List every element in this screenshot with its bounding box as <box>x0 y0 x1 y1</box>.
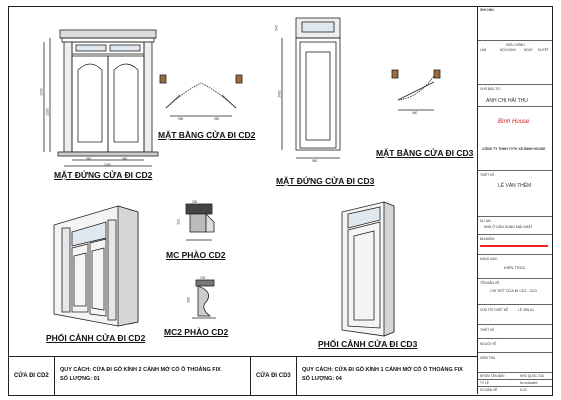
role-label-4: KIỂM TRA <box>480 356 495 360</box>
role-row-3: NGƯỜI VẼ <box>478 338 552 346</box>
rev-col-3: NGÀY <box>524 48 534 52</box>
company-name: CÔNG TY TNHH TVTK XD BINH HOUSE <box>482 147 546 151</box>
schedule-code-cd2: CỬA ĐI CD2 <box>14 373 49 379</box>
title-elevation-cd2: MẶT ĐỨNG CỬA ĐI CD2 <box>54 170 153 180</box>
cd3-plan-drawing <box>391 69 441 111</box>
title-mc2-phao: MC2 PHÀO CD2 <box>164 327 229 337</box>
dim-cd2-h1: 2940 <box>39 88 44 96</box>
schedule-spec-cd3-text: QUY CÁCH: CỬA ĐI GỖ KÍNH 1 CÁNH MỞ CÓ Ô … <box>302 367 463 373</box>
schedule-spec-cd3: QUY CÁCH: CỬA ĐI GỖ KÍNH 1 CÁNH MỞ CÓ Ô … <box>296 357 477 395</box>
category-section: HẠNG MỤC: KIẾN TRÚC <box>478 254 552 270</box>
owner-name: ANH CHỊ HẢI THU <box>486 98 528 104</box>
footer-value-3: D-02 <box>520 388 527 392</box>
role-row-2: THIẾT KẾ <box>478 324 552 332</box>
sheet-label: TÊN BẢN VẼ: <box>480 281 500 285</box>
footer-row-2: TỶ LỆ As indicated <box>478 379 552 385</box>
footer-row-3: SỐ BẢN VẼ D-02 <box>478 386 552 392</box>
address-label: ĐỊA ĐIỂM: <box>480 237 495 241</box>
schedule-spec-cd2: QUY CÁCH: CỬA ĐI GỖ KÍNH 2 CÁNH MỞ CÓ Ô … <box>54 357 251 395</box>
sheet-name: CHI TIẾT CỬA ĐI CD2 - CD3 <box>490 289 537 293</box>
address-redacted <box>480 245 548 247</box>
title-perspective-cd3: PHỐI CẢNH CỬA ĐI CD3 <box>318 339 418 349</box>
category-name: KIẾN TRÚC <box>504 265 526 270</box>
schedule-code-cd3: CỬA ĐI CD3 <box>256 373 291 379</box>
cd2-perspective-drawing <box>53 205 139 327</box>
schedule-qty-cd3: SỐ LƯỢNG: 04 <box>302 376 342 382</box>
schedule-qty-cd2: SỐ LƯỢNG: 01 <box>60 376 100 382</box>
dim-mc2-h: 200 <box>186 297 191 303</box>
footer-row-1: NHÓM TÂN BẢN KHỔ QUỐC GIA <box>478 372 552 378</box>
footer-label-1: NHÓM TÂN BẢN <box>480 374 505 378</box>
project-section: DỰ ÁN: NHÀ Ở DÂN DỤNG MÁI NHẬT <box>478 216 552 229</box>
rev-col-1: LẦN <box>480 48 487 52</box>
dim-cd2-plan1: 960 <box>178 117 184 121</box>
dim-cd2-w2: 960 <box>122 157 128 161</box>
role-value-1: LÊ VĂN A1 <box>518 308 534 312</box>
schedule-cell-cd2: CỬA ĐI CD2 <box>8 357 55 395</box>
rev-col-4: DUYỆT <box>538 48 549 52</box>
mc2-phao-drawing <box>192 279 216 319</box>
role-row-4: KIỂM TRA <box>478 352 552 360</box>
sheet-name-section: TÊN BẢN VẼ: CHI TIẾT CỬA ĐI CD2 - CD3 <box>478 278 552 293</box>
company-section: Bình House CÔNG TY TNHH TVTK XD BINH HOU… <box>478 106 552 163</box>
revision-section: HIỆU CHỈNH LẦN NỘI DUNG NGÀY DUYỆT <box>478 40 552 52</box>
cd3-perspective-drawing <box>341 201 395 337</box>
company-logo: Bình House <box>498 119 530 125</box>
door-schedule: CỬA ĐI CD2 QUY CÁCH: CỬA ĐI GỖ KÍNH 2 CÁ… <box>8 356 477 395</box>
mc-phao-drawing <box>185 203 215 241</box>
role-label-1: CHỦ TRÌ THIẾT KẾ <box>480 308 508 312</box>
cd2-plan-drawing <box>159 74 243 117</box>
designer-name: LÊ VĂN THÊM <box>498 183 532 189</box>
rev-col-2: NỘI DUNG <box>500 48 516 52</box>
footer-label-3: SỐ BẢN VẼ <box>480 388 498 392</box>
title-block: GHI CHÚ: HIỆU CHỈNH LẦN NỘI DUNG NGÀY DU… <box>477 6 552 394</box>
title-elevation-cd3: MẶT ĐỨNG CỬA ĐI CD3 <box>276 176 375 186</box>
dim-cd3-w: 960 <box>312 159 318 163</box>
footer-value-2: As indicated <box>520 381 538 385</box>
dim-cd3-plan: 960 <box>412 111 418 115</box>
project-label: DỰ ÁN: <box>480 219 492 223</box>
footer-label-2: TỶ LỆ <box>480 381 489 385</box>
revision-heading: HIỆU CHỈNH <box>506 43 525 47</box>
designer-section: THIẾT KẾ: LÊ VĂN THÊM <box>478 170 552 189</box>
designer-label: THIẾT KẾ: <box>480 173 496 177</box>
dim-cd3-h1: 540 <box>274 25 279 31</box>
dim-phao-w: 200 <box>192 200 198 204</box>
dim-mc2-w: 130 <box>200 276 206 280</box>
title-plan-cd3: MẶT BẰNG CỬA ĐI CD3 <box>376 148 474 158</box>
schedule-cell-cd3: CỬA ĐI CD3 <box>250 357 297 395</box>
dim-phao-h: 210 <box>176 219 181 225</box>
role-label-2: THIẾT KẾ <box>480 328 495 332</box>
role-row-1: CHỦ TRÌ THIẾT KẾ LÊ VĂN A1 <box>478 304 552 312</box>
role-label-3: NGƯỜI VẼ <box>480 342 497 346</box>
title-perspective-cd2: PHỐI CẢNH CỬA ĐI CD2 <box>46 333 146 343</box>
title-mc-phao: MC PHÀO CD2 <box>166 250 226 260</box>
footer-value-1: KHỔ QUỐC GIA <box>520 374 544 378</box>
dim-cd2-plan2: 960 <box>214 117 220 121</box>
dim-cd2-w1: 960 <box>86 157 92 161</box>
owner-section: CHỦ ĐẦU TƯ: ANH CHỊ HẢI THU <box>478 84 552 104</box>
cd2-elevation-drawing <box>43 29 159 167</box>
title-plan-cd2: MẶT BẰNG CỬA ĐI CD2 <box>158 130 256 140</box>
dim-cd3-h2: 2400 <box>277 90 282 98</box>
project-name: NHÀ Ở DÂN DỤNG MÁI NHẬT <box>484 225 533 229</box>
dim-cd2-total: 2280 <box>104 163 112 167</box>
category-label: HẠNG MỤC: <box>480 257 499 261</box>
address-section: ĐỊA ĐIỂM: <box>478 234 552 247</box>
cd3-elevation-drawing <box>281 17 341 159</box>
dim-cd2-h2: 2200 <box>45 108 50 116</box>
notes-heading: GHI CHÚ: <box>480 8 495 12</box>
sheet-border <box>8 6 553 396</box>
owner-label: CHỦ ĐẦU TƯ: <box>480 87 501 91</box>
schedule-spec-cd2-text: QUY CÁCH: CỬA ĐI GỖ KÍNH 2 CÁNH MỞ CÓ Ô … <box>60 367 221 373</box>
